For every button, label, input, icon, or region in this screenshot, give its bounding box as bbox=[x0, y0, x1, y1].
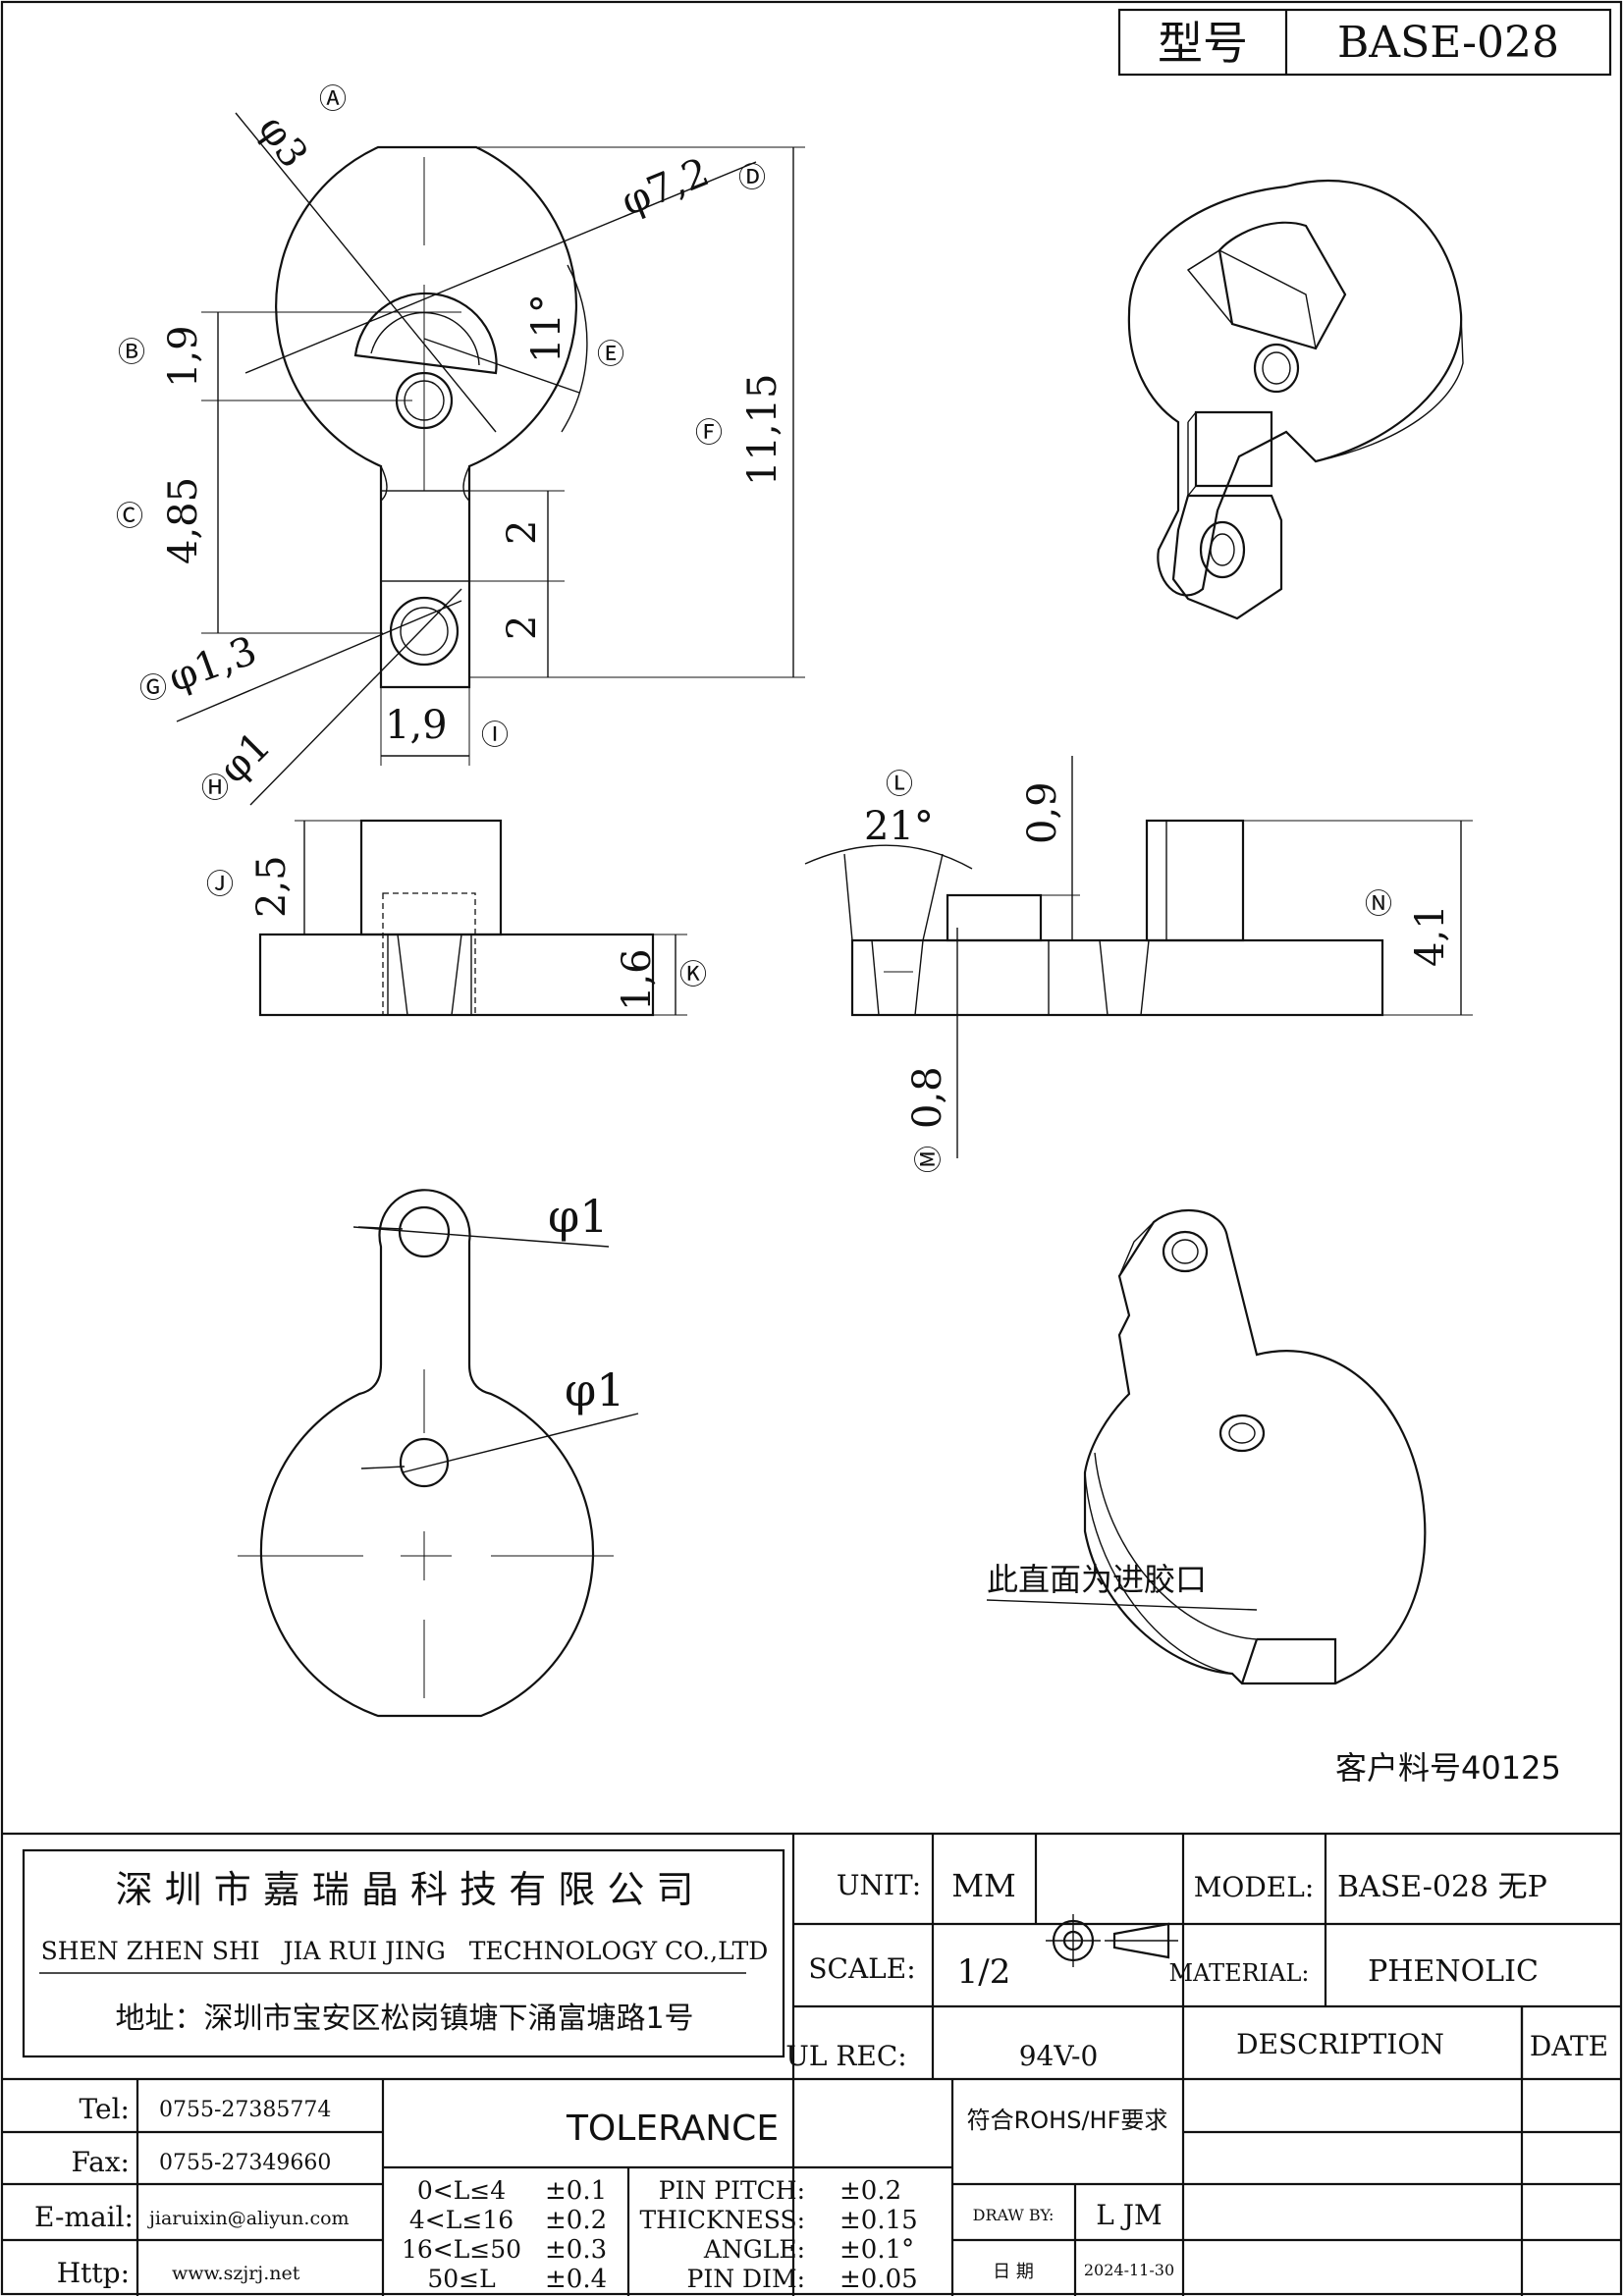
dim-2-lower: 2 bbox=[500, 615, 545, 640]
dim-angle11: 11° bbox=[524, 294, 569, 363]
email-label: E-mail: bbox=[34, 2201, 134, 2233]
unit-value: MM bbox=[951, 1867, 1016, 1904]
tol-item-3: PIN DIM: bbox=[687, 2265, 805, 2293]
bottom-phi1-center: φ1 bbox=[565, 1363, 624, 1416]
mark-f: Ⓕ bbox=[695, 416, 723, 449]
unit-label: UNIT: bbox=[837, 1869, 921, 1901]
dim-phi13: φ1,3 bbox=[163, 628, 263, 702]
bottom-view-labels: φ1 φ1 bbox=[548, 1190, 624, 1416]
tol-item-tol-1: ±0.15 bbox=[839, 2206, 918, 2235]
http-value: www.szjrj.net bbox=[172, 2263, 300, 2284]
scale-label: SCALE: bbox=[808, 1952, 915, 1985]
company-name-en: SHEN ZHEN SHI JIA RUI JING TECHNOLOGY CO… bbox=[41, 1937, 769, 1965]
mark-h: Ⓗ bbox=[201, 772, 229, 804]
tol-range-0: 0<L≤4 bbox=[417, 2176, 506, 2205]
tol-range-2: 16<L≤50 bbox=[402, 2235, 521, 2264]
rohs-note: 符合ROHS/HF要求 bbox=[967, 2107, 1168, 2134]
dim-1115: 11,15 bbox=[740, 373, 785, 486]
projection-symbol-icon bbox=[1046, 1914, 1178, 1967]
company-address: 地址：深圳市宝安区松岗镇塘下涌富塘路1号 bbox=[115, 2002, 693, 2036]
ul-value: 94V-0 bbox=[1019, 2040, 1099, 2072]
tel-value: 0755-27385774 bbox=[159, 2098, 331, 2122]
mark-n: Ⓝ bbox=[1365, 887, 1392, 920]
dim-h09: 0,9 bbox=[1020, 781, 1065, 844]
date-value: 2024-11-30 bbox=[1084, 2261, 1174, 2279]
mark-g: Ⓖ bbox=[139, 671, 167, 704]
title-block: 深 圳 市 嘉 瑞 晶 科 技 有 限 公 司 SHEN ZHEN SHI JI… bbox=[2, 1832, 1621, 2296]
side-view-labels: 21° Ⓛ 0,9 0,8 Ⓜ 4,1 Ⓝ bbox=[864, 768, 1453, 1173]
iso-view-bottom bbox=[986, 1208, 1427, 1685]
tol-item-2: ANGLE: bbox=[703, 2235, 805, 2264]
material-label: MATERIAL: bbox=[1168, 1959, 1309, 1987]
dim-2-upper: 2 bbox=[500, 520, 545, 545]
front-view bbox=[258, 819, 687, 1017]
mark-c: Ⓒ bbox=[116, 500, 143, 532]
fax-value: 0755-27349660 bbox=[159, 2151, 331, 2175]
mark-m: Ⓜ bbox=[912, 1146, 945, 1173]
mark-b: Ⓑ bbox=[118, 336, 145, 368]
top-view-labels: φ3 Ⓐ φ7,2 Ⓓ 11° Ⓔ 1,9 Ⓑ 4,85 Ⓒ 2 2 11,15… bbox=[116, 82, 785, 804]
model-box-value: BASE-028 bbox=[1337, 18, 1559, 68]
mark-e: Ⓔ bbox=[597, 338, 624, 370]
company-box bbox=[22, 1848, 785, 2058]
tolerance-title: TOLERANCE bbox=[566, 2109, 779, 2149]
http-label: Http: bbox=[57, 2257, 130, 2289]
mark-a: Ⓐ bbox=[319, 82, 347, 115]
model-label: MODEL: bbox=[1194, 1871, 1315, 1903]
date-label: DATE bbox=[1530, 2030, 1608, 2062]
dim-h16: 1,6 bbox=[615, 948, 660, 1011]
model-box-label: 型号 bbox=[1158, 17, 1248, 70]
tol-range-3: 50≤L bbox=[427, 2265, 495, 2293]
tol-value-0: ±0.1 bbox=[545, 2176, 607, 2206]
mark-d: Ⓓ bbox=[738, 161, 766, 193]
scale-value: 1/2 bbox=[957, 1952, 1011, 1992]
fax-label: Fax: bbox=[72, 2146, 130, 2178]
dim-angle21: 21° bbox=[864, 804, 934, 849]
side-view bbox=[804, 756, 1473, 1158]
tol-item-tol-2: ±0.1° bbox=[839, 2235, 914, 2265]
ul-label: UL REC: bbox=[785, 2040, 906, 2072]
dim-19-width: 1,9 bbox=[385, 703, 448, 748]
mark-l: Ⓛ bbox=[886, 768, 913, 800]
tol-value-1: ±0.2 bbox=[545, 2206, 607, 2235]
iso-view-top bbox=[1127, 179, 1464, 620]
date-cn-label: 日 期 bbox=[993, 2262, 1034, 2282]
model-value: BASE-028 无P bbox=[1337, 1870, 1547, 1904]
front-view-labels: 2,5 Ⓙ 1,6 Ⓚ bbox=[206, 855, 707, 1011]
top-view bbox=[176, 112, 805, 806]
dim-phi3: φ3 bbox=[249, 107, 316, 176]
model-box-top: 型号 BASE-028 bbox=[1117, 8, 1612, 77]
tol-item-tol-0: ±0.2 bbox=[839, 2176, 901, 2206]
tel-label: Tel: bbox=[80, 2093, 130, 2125]
tol-value-2: ±0.3 bbox=[545, 2235, 607, 2265]
tol-range-1: 4<L≤16 bbox=[409, 2206, 514, 2234]
company-name-cn: 深 圳 市 嘉 瑞 晶 科 技 有 限 公 司 bbox=[116, 1868, 694, 1911]
dim-phi72: φ7,2 bbox=[616, 149, 716, 225]
bottom-phi1-top: φ1 bbox=[548, 1190, 608, 1243]
email-value: jiaruixin@aliyun.com bbox=[147, 2208, 350, 2229]
draw-by-label: DRAW BY: bbox=[973, 2206, 1055, 2224]
dim-485: 4,85 bbox=[161, 477, 206, 564]
mark-i: Ⓘ bbox=[481, 719, 509, 751]
tolerance-rows: 0<L≤4 ±0.1 4<L≤16 ±0.2 16<L≤50 ±0.3 50≤L… bbox=[402, 2176, 918, 2294]
dim-h41: 4,1 bbox=[1408, 904, 1453, 967]
tol-item-1: THICKNESS: bbox=[639, 2206, 805, 2234]
description-label: DESCRIPTION bbox=[1236, 2028, 1444, 2060]
tol-item-tol-3: ±0.05 bbox=[839, 2265, 918, 2294]
dim-h25: 2,5 bbox=[249, 855, 295, 918]
mark-k: Ⓚ bbox=[679, 958, 707, 990]
gate-note: 此直面为进胶口 bbox=[987, 1561, 1207, 1598]
draw-by-value: L JM bbox=[1096, 2199, 1162, 2231]
mark-j: Ⓙ bbox=[206, 868, 234, 900]
bottom-view bbox=[238, 1189, 639, 1718]
dim-h08: 0,8 bbox=[905, 1066, 950, 1129]
tol-item-0: PIN PITCH: bbox=[659, 2176, 805, 2205]
dim-19-b: 1,9 bbox=[161, 325, 206, 388]
customer-part-note: 客户料号40125 bbox=[1335, 1749, 1561, 1787]
tol-value-3: ±0.4 bbox=[545, 2265, 607, 2294]
material-value: PHENOLIC bbox=[1368, 1954, 1539, 1989]
